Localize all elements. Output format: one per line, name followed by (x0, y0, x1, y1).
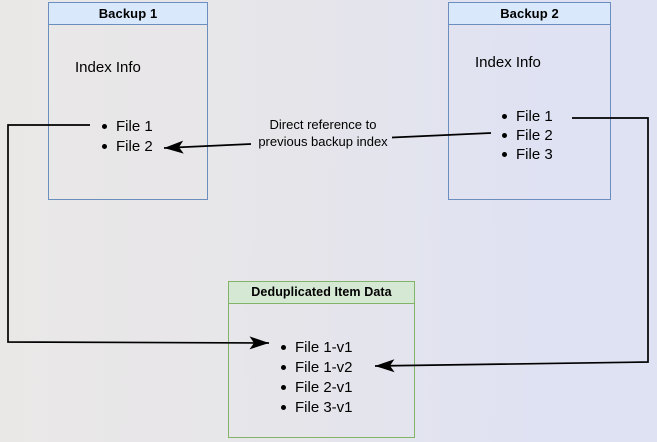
file-label: File 2 (116, 137, 153, 155)
edge-label-line2: previous backup index (258, 134, 388, 149)
list-item: File 1 (102, 116, 153, 136)
file-label: File 3-v1 (295, 398, 353, 416)
backup2-node[interactable]: Backup 2 Index Info File 1 File 2 File 3 (448, 2, 611, 200)
backup1-header: Backup 1 (49, 3, 207, 25)
bullet-dot (502, 133, 507, 138)
bullet-dot (281, 364, 286, 370)
backup2-file-list: File 1 File 2 File 3 (502, 107, 553, 164)
edge-label[interactable]: Direct reference to previous backup inde… (240, 116, 406, 150)
file-label: File 1 (516, 108, 553, 125)
backup1-file-list: File 1 File 2 (102, 116, 153, 156)
backup1-title: Backup 1 (98, 6, 158, 21)
list-item: File 3 (502, 145, 553, 164)
dedup-header: Deduplicated Item Data (229, 282, 414, 304)
dedup-node[interactable]: Deduplicated Item Data File 1-v1 File 1-… (228, 281, 415, 438)
bullet-dot (502, 114, 507, 119)
list-item: File 2-v1 (281, 377, 353, 397)
bullet-dot (102, 123, 107, 129)
list-item: File 2 (502, 126, 553, 145)
backup2-header: Backup 2 (449, 3, 610, 25)
bullet-dot (281, 404, 286, 410)
file-label: File 2 (516, 127, 553, 144)
list-item: File 2 (102, 136, 153, 156)
file-label: File 1 (116, 117, 153, 135)
file-label: File 1-v1 (295, 338, 353, 356)
file-label: File 3 (516, 146, 553, 163)
list-item: File 1 (502, 107, 553, 126)
backup1-node[interactable]: Backup 1 Index Info File 1 File 2 (48, 2, 208, 200)
bullet-dot (281, 344, 286, 350)
edge-label-line1: Direct reference to (269, 117, 377, 132)
list-item: File 3-v1 (281, 397, 353, 417)
bullet-dot (102, 143, 107, 149)
dedup-file-list: File 1-v1 File 1-v2 File 2-v1 File 3-v1 (281, 337, 353, 417)
backup2-title: Backup 2 (500, 6, 559, 21)
backup2-subtitle: Index Info (475, 54, 541, 71)
list-item: File 1-v1 (281, 337, 353, 357)
dedup-title: Deduplicated Item Data (251, 285, 392, 299)
list-item: File 1-v2 (281, 357, 353, 377)
bullet-dot (502, 152, 507, 157)
file-label: File 1-v2 (295, 358, 353, 376)
bullet-dot (281, 384, 286, 390)
backup1-subtitle: Index Info (75, 59, 141, 76)
file-label: File 2-v1 (295, 378, 353, 396)
